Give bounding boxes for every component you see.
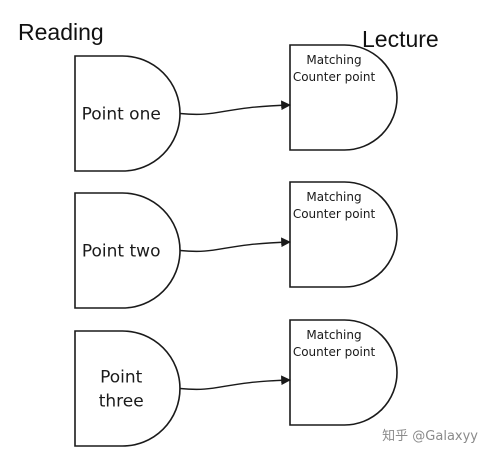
reading-node-label: Point one [82,105,161,125]
lecture-node-label: Matching [306,328,361,342]
connector-arrow [179,100,291,116]
reading-node [74,55,181,172]
reading-node-label: Point two [82,242,161,262]
lecture-node-label: Matching [306,53,361,67]
connector-arrow [179,237,291,253]
lecture-node [289,319,398,426]
lecture-node-label: Counter point [293,207,376,221]
lecture-node-label: Counter point [293,345,376,359]
reading-node-label: Point [100,368,143,388]
lecture-node-label: Matching [306,190,361,204]
reading-node [74,192,181,309]
reading-node [74,330,181,447]
watermark: 知乎 @Galaxyy [382,428,478,444]
lecture-node [289,44,398,151]
connector-arrow [179,375,291,391]
reading-column-title: Reading [18,19,104,45]
reading-node-label: three [99,392,144,412]
lecture-column-title: Lecture [362,26,439,52]
lecture-node [289,181,398,288]
lecture-node-label: Counter point [293,70,376,84]
